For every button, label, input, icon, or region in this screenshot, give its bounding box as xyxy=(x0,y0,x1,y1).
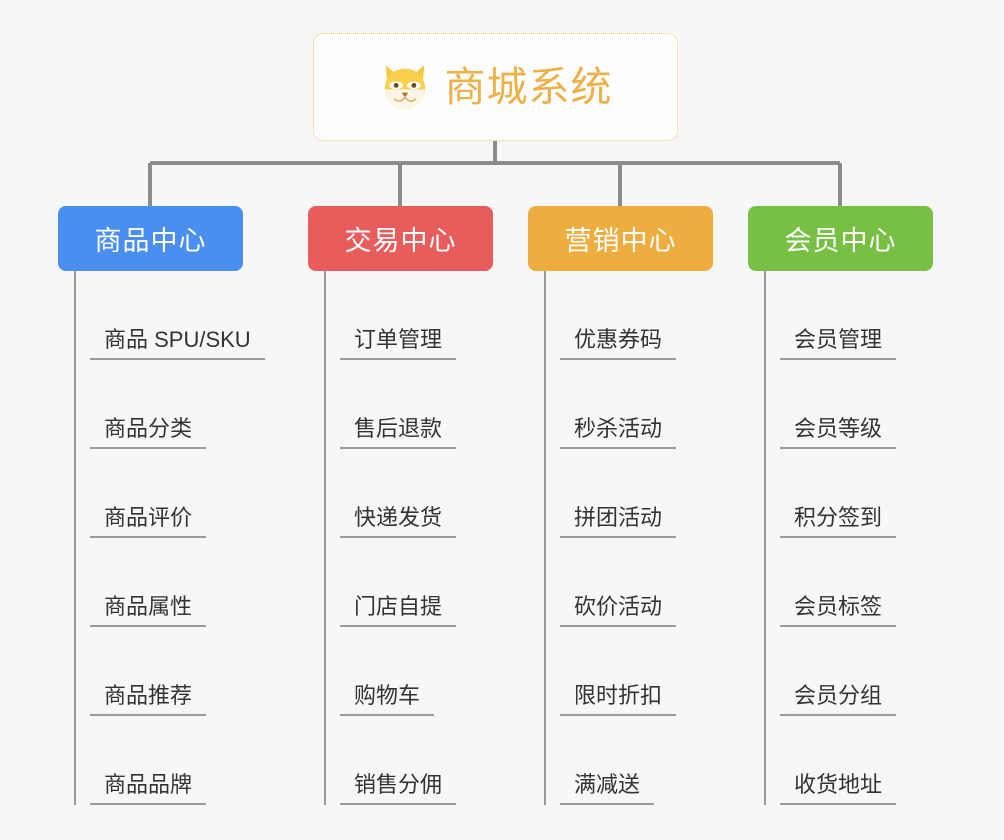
branch-item[interactable]: 会员标签 xyxy=(764,538,1004,627)
branch-item[interactable]: 快递发货 xyxy=(324,449,574,538)
branch-item-label: 订单管理 xyxy=(340,326,457,360)
branch-item-label: 收货地址 xyxy=(780,771,897,805)
branch-item[interactable]: 商品分类 xyxy=(74,360,324,449)
root-node[interactable]: 商城系统 xyxy=(313,33,678,141)
column-spine xyxy=(324,271,326,805)
branch-item[interactable]: 售后退款 xyxy=(324,360,574,449)
category-label: 营销中心 xyxy=(564,226,677,256)
branch-item[interactable]: 积分签到 xyxy=(764,449,1004,538)
category-box-2[interactable]: 交易中心 xyxy=(308,206,493,271)
branch-item-label: 商品推荐 xyxy=(90,682,207,716)
category-label: 商品中心 xyxy=(94,226,207,256)
branch-item[interactable]: 满减送 xyxy=(544,716,794,805)
branch-item[interactable]: 订单管理 xyxy=(324,271,574,360)
column-spine xyxy=(764,271,766,805)
category-label: 交易中心 xyxy=(344,226,457,256)
shiba-dog-face-icon xyxy=(384,65,425,110)
category-box-1[interactable]: 商品中心 xyxy=(58,206,243,271)
branch-item-label: 拼团活动 xyxy=(560,504,677,538)
branch-item-label: 门店自提 xyxy=(340,593,457,627)
branch-item-label: 售后退款 xyxy=(340,415,457,449)
branch-item-label: 销售分佣 xyxy=(340,771,457,805)
branch-item[interactable]: 商品品牌 xyxy=(74,716,324,805)
branch-column-1: 商品 SPU/SKU 商品分类商品评价商品属性商品推荐商品品牌 xyxy=(74,271,324,805)
branch-item-label: 会员管理 xyxy=(780,326,897,360)
branch-item-label: 购物车 xyxy=(340,682,435,716)
branch-item-label: 商品 SPU/SKU xyxy=(90,326,265,360)
branch-item[interactable]: 会员等级 xyxy=(764,360,1004,449)
branch-item-label: 会员等级 xyxy=(780,415,897,449)
branch-column-3: 优惠券码秒杀活动拼团活动砍价活动限时折扣满减送 xyxy=(544,271,794,805)
branch-item-label: 满减送 xyxy=(560,771,655,805)
branch-item[interactable]: 商品推荐 xyxy=(74,627,324,716)
branch-item[interactable]: 购物车 xyxy=(324,627,574,716)
branch-item-label: 积分签到 xyxy=(780,504,897,538)
branch-item-label: 会员分组 xyxy=(780,682,897,716)
branch-item[interactable]: 收货地址 xyxy=(764,716,1004,805)
branch-item-label: 商品分类 xyxy=(90,415,207,449)
branch-item[interactable]: 商品评价 xyxy=(74,449,324,538)
column-spine xyxy=(544,271,546,805)
branch-item-label: 秒杀活动 xyxy=(560,415,677,449)
branch-column-4: 会员管理会员等级积分签到会员标签会员分组收货地址 xyxy=(764,271,1004,805)
branch-item[interactable]: 拼团活动 xyxy=(544,449,794,538)
branch-item-label: 快递发货 xyxy=(340,504,457,538)
branch-item[interactable]: 砍价活动 xyxy=(544,538,794,627)
branch-item[interactable]: 限时折扣 xyxy=(544,627,794,716)
branch-item[interactable]: 会员分组 xyxy=(764,627,1004,716)
branch-item-label: 砍价活动 xyxy=(560,593,677,627)
column-spine xyxy=(74,271,76,805)
branch-item[interactable]: 会员管理 xyxy=(764,271,1004,360)
branch-item[interactable]: 优惠券码 xyxy=(544,271,794,360)
branch-item-label: 优惠券码 xyxy=(560,326,677,360)
branch-column-2: 订单管理售后退款快递发货门店自提购物车销售分佣 xyxy=(324,271,574,805)
root-title: 商城系统 xyxy=(444,63,613,110)
branch-item[interactable]: 商品属性 xyxy=(74,538,324,627)
branch-item[interactable]: 商品 SPU/SKU xyxy=(74,271,324,360)
branch-item[interactable]: 销售分佣 xyxy=(324,716,574,805)
branch-item-label: 商品评价 xyxy=(90,504,207,538)
branch-item-label: 商品属性 xyxy=(90,593,207,627)
branch-item-label: 商品品牌 xyxy=(90,771,207,805)
category-box-4[interactable]: 会员中心 xyxy=(748,206,933,271)
branch-item[interactable]: 门店自提 xyxy=(324,538,574,627)
branch-item-label: 会员标签 xyxy=(780,593,897,627)
category-label: 会员中心 xyxy=(784,226,897,256)
branch-item-label: 限时折扣 xyxy=(560,682,677,716)
branch-item[interactable]: 秒杀活动 xyxy=(544,360,794,449)
category-box-3[interactable]: 营销中心 xyxy=(528,206,713,271)
